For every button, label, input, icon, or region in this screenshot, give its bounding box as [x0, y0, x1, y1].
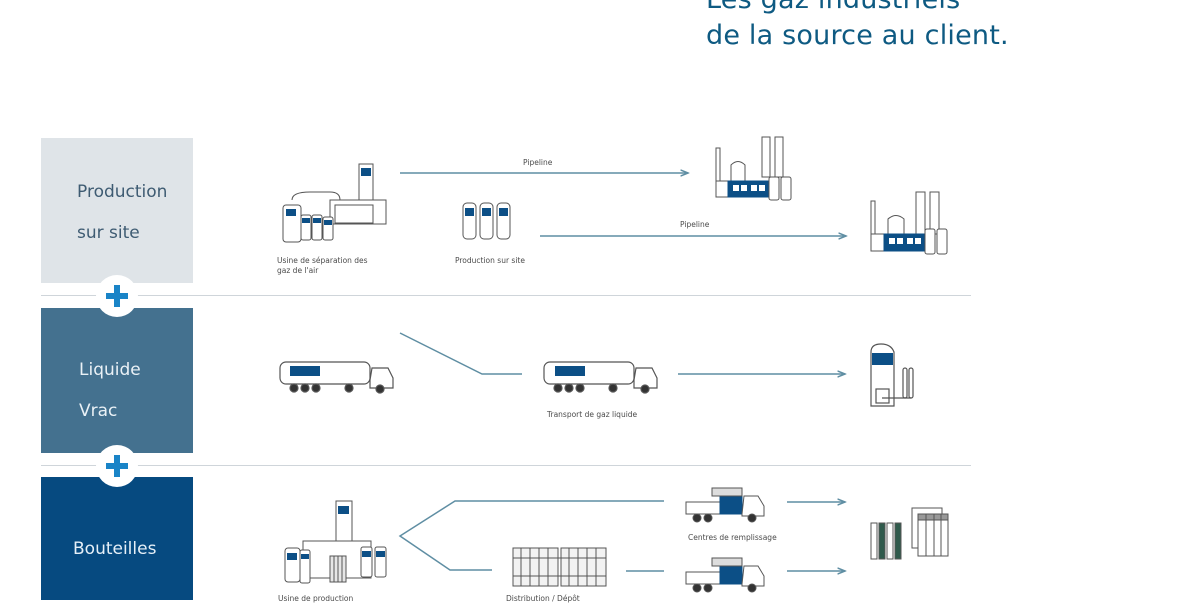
- separator-line-2: [41, 465, 971, 466]
- bottling-plant-caption: Usine de production: [278, 594, 354, 603]
- asu-caption-line1: Usine de séparation des: [277, 256, 368, 265]
- liquid-flow-line-1: [399, 332, 522, 375]
- band-label-line2: sur site: [77, 223, 140, 243]
- flatbed-truck-icon-1: [685, 487, 765, 523]
- air-separation-unit-icon: [282, 163, 387, 243]
- band-production-sur-site: Production sur site: [41, 138, 193, 283]
- plus-badge-2: [96, 445, 138, 487]
- band-label-production: Production sur site: [77, 172, 167, 254]
- band-bouteilles: Bouteilles: [41, 477, 193, 600]
- band-label-line1: Production: [77, 182, 168, 202]
- title-line-1: Les gaz industriels: [706, 0, 1009, 18]
- band-label-line2: Vrac: [79, 401, 118, 421]
- factory-icon-2: [870, 191, 948, 255]
- gas-cylinders-icon: [870, 507, 949, 560]
- onsite-production-caption: Production sur site: [455, 256, 525, 265]
- storage-tank-icon: [870, 343, 914, 407]
- asu-caption: Usine de séparation des gaz de l'air: [277, 256, 368, 276]
- onsite-production-units-icon: [462, 202, 511, 240]
- liquid-transport-caption: Transport de gaz liquide: [547, 410, 638, 419]
- plus-icon: [106, 455, 128, 477]
- band-label-bouteilles: Bouteilles: [73, 539, 157, 559]
- asu-caption-line2: gaz de l'air: [277, 266, 319, 275]
- tanker-truck-icon-1: [279, 361, 394, 394]
- tanker-truck-icon-2: [543, 361, 658, 394]
- flatbed-truck-icon-2: [685, 557, 765, 593]
- bottle-flow-split-line: [398, 500, 664, 571]
- plus-badge-1: [96, 275, 138, 317]
- distribution-caption: Distribution / Dépôt: [506, 594, 580, 603]
- band-liquide-vrac: Liquide Vrac: [41, 308, 193, 453]
- title-line-2: de la source au client.: [706, 20, 1009, 51]
- plus-icon: [106, 285, 128, 307]
- factory-icon-1: [715, 136, 792, 201]
- pipeline-label-1: Pipeline: [523, 158, 553, 167]
- cylinder-rack-icon: [512, 547, 607, 587]
- filling-centers-caption: Centres de remplissage: [688, 533, 777, 542]
- page-title: Les gaz industriels de la source au clie…: [706, 0, 1009, 54]
- pipeline-label-2: Pipeline: [680, 220, 710, 229]
- band-label-line1: Liquide: [79, 360, 141, 380]
- separator-line-1: [41, 295, 971, 296]
- bottling-plant-icon: [284, 500, 387, 584]
- band-label-liquide: Liquide Vrac: [79, 350, 141, 432]
